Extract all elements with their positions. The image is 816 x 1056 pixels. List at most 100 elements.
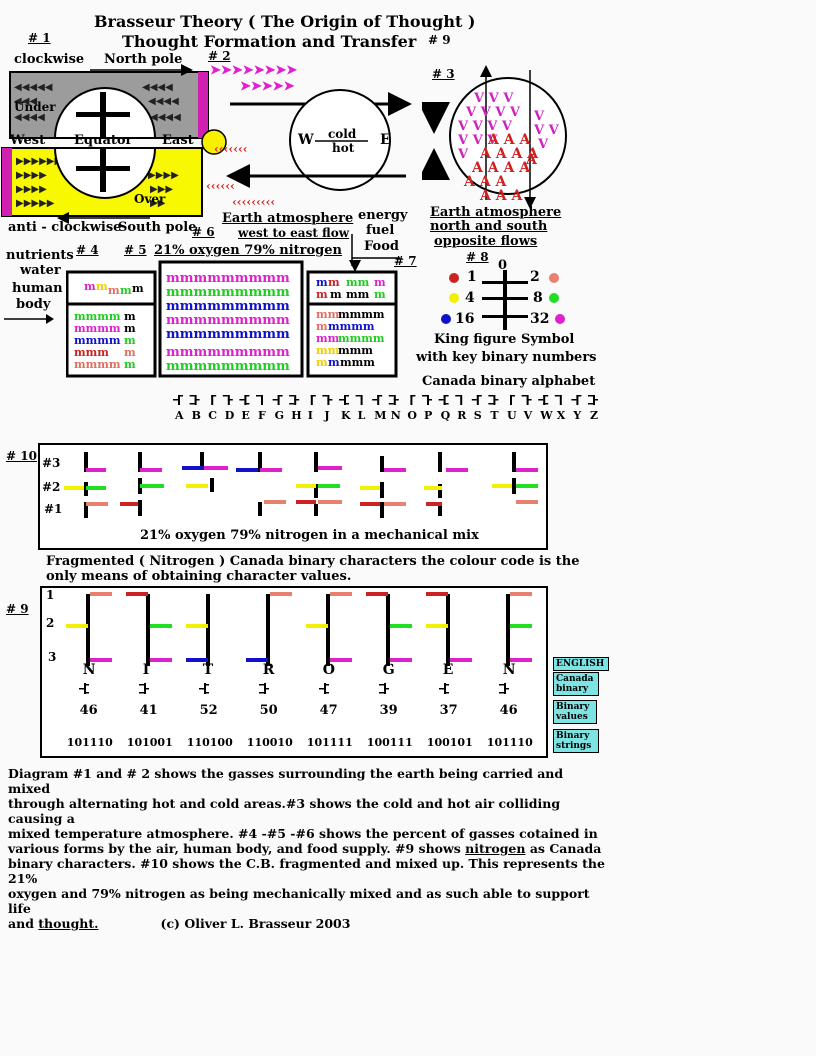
svg-text:m: m [124,322,136,335]
svg-text:mm: mm [316,344,340,357]
svg-text:◀◀◀: ◀◀◀ [14,96,37,107]
alphabet-glyph-I [310,395,316,405]
label-num-4: 4 [465,290,475,306]
alphabet-letter-K: K [341,409,351,422]
alphabet-letter-C: C [208,409,217,422]
alphabet-letter-Q: Q [441,409,451,422]
alphabet-glyph-K [339,395,349,405]
svg-text:mm: mm [346,288,370,301]
label-d2-caption1: Earth atmosphere [222,211,354,226]
label-d9-row1: 1 [46,588,55,602]
alphabet-glyph-M [372,395,383,405]
label-num-2: 2 [530,269,540,285]
svg-text:▶▶▶▶: ▶▶▶▶ [16,170,47,181]
svg-text:mmmm: mmmm [74,358,121,371]
label-d10-row3: #3 [42,456,61,470]
nitrogen-letter-3: R [262,662,275,678]
svg-text:mm: mm [346,276,370,289]
svg-text:mm: mm [316,308,340,321]
svg-text:mmmmmmmmm: mmmmmmmmm [166,299,290,314]
nitrogen-string-2: 110100 [186,736,233,749]
nitrogen-string-5: 100111 [366,736,413,749]
alphabet-glyph-L [355,395,363,405]
label-food: Food [364,239,399,254]
nitrogen-letter-1: I [142,662,150,678]
label-d10-caption: 21% oxygen 79% nitrogen in a mechanical … [140,528,479,543]
nitrogen-cb-glyph-5 [379,683,389,694]
d9-char-4 [306,592,352,666]
svg-text:‹‹‹‹‹‹‹: ‹‹‹‹‹‹‹ [214,142,248,156]
alphabet-letter-J: J [323,409,329,422]
alphabet-letter-O: O [407,409,417,422]
nitrogen-letter-4: O [322,662,335,678]
alphabet-letter-R: R [457,409,467,422]
alphabet-glyph-S [471,395,482,405]
alphabet-glyph-T [488,395,499,405]
d9-char-5 [366,592,412,666]
label-num9-header: # 9 [428,33,451,47]
nitrogen-value-1: 41 [139,703,158,718]
label-clockwise: clockwise [14,52,85,67]
nitrogen-value-2: 52 [199,703,218,718]
label-west: West [10,133,46,148]
page-subtitle: Thought Formation and Transfer [122,32,417,51]
nitrogen-cb-glyph-0 [79,683,89,694]
svg-text:mmmmmmmmm: mmmmmmmmm [166,345,290,360]
alphabet-glyph-R [455,395,463,405]
desc-nitrogen: nitrogen [465,841,526,856]
label-diagram3: # 3 [432,67,455,81]
alphabet-letter-F: F [258,409,266,422]
desc-line4b: as Canada [525,841,602,856]
nitrogen-cb-glyph-7 [499,683,509,694]
svg-text:m: m [374,276,386,289]
svg-text:m: m [316,276,328,289]
svg-text:mmm: mmm [338,344,373,357]
diagram10-fragments [64,452,538,518]
nitrogen-letter-6: E [442,662,454,678]
label-d3-caption3: opposite flows [434,234,538,249]
nitrogen-value-3: 50 [259,703,278,718]
svg-text:A A A A: A A A A [479,146,539,162]
desc-copyright: (c) Oliver L. Brasseur 2003 [160,916,351,931]
svg-text:‹‹‹‹‹‹‹‹‹: ‹‹‹‹‹‹‹‹‹ [232,195,275,209]
svg-text:mmmm: mmmm [338,308,385,321]
svg-text:▶▶▶▶▶: ▶▶▶▶▶ [16,198,55,209]
desc-line6: oxygen and 79% nitrogen as being mechani… [8,886,590,916]
description-paragraph: Diagram #1 and # 2 shows the gasses surr… [8,766,608,931]
svg-text:m: m [316,356,328,369]
svg-text:mmmm: mmmm [328,320,375,333]
alphabet-letter-Z: Z [590,409,598,422]
label-num4: # 4 [76,243,99,257]
svg-text:m: m [124,334,136,347]
alphabet-letter-B: B [192,409,201,422]
label-fuel: fuel [366,223,395,238]
alphabet-letter-N: N [391,409,401,422]
label-d10-row1: #1 [44,502,63,516]
desc-line5: binary characters. #10 shows the C.B. fr… [8,856,605,886]
svg-text:V V V: V V V [473,91,514,106]
svg-text:▶▶▶▶: ▶▶▶▶ [148,170,179,181]
label-num-1: 1 [467,269,477,285]
label-water: water [20,263,61,278]
alphabet-glyph-Q [438,395,449,405]
label-num5: # 5 [124,243,147,257]
alphabet-letter-D: D [225,409,235,422]
svg-text:◀◀◀◀: ◀◀◀◀ [14,112,45,123]
svg-text:m: m [132,282,144,295]
alphabet-letter-E: E [241,409,249,422]
label-num-16: 16 [455,311,475,327]
svg-text:m: m [328,356,340,369]
d9-char-1 [126,592,172,666]
svg-text:▶▶: ▶▶ [150,198,166,209]
diagram9-box [40,586,548,758]
legend-binary-strings: Binary strings [553,729,599,753]
d9-char-2 [186,594,210,666]
nitrogen-letter-7: N [502,662,516,678]
desc-line1: Diagram #1 and # 2 shows the gasses surr… [8,766,564,796]
label-zero: 0 [498,258,508,273]
alphabet-letter-U: U [507,409,517,422]
label-num9: # 9 [6,602,29,616]
alphabet-letter-A: A [174,409,184,422]
svg-text:mmmmmmmmm: mmmmmmmmm [166,313,290,328]
label-d9-row3: 3 [48,650,57,664]
